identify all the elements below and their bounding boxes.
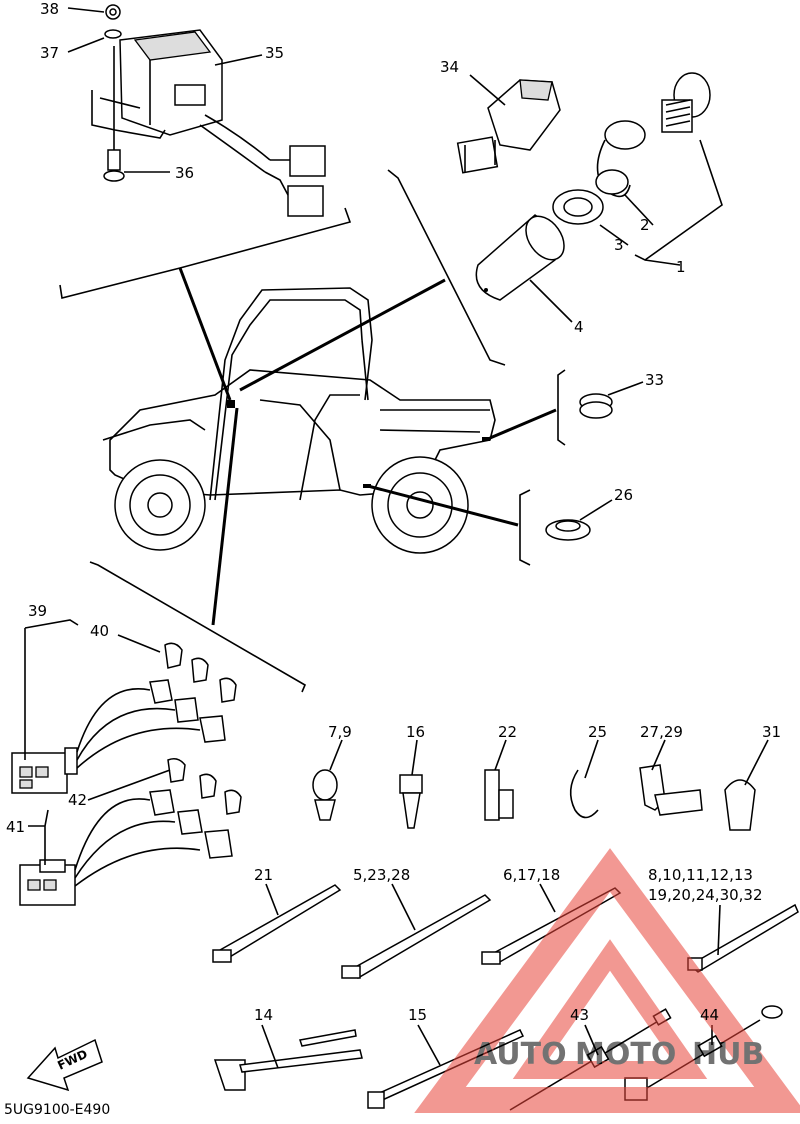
- callout-35: 35: [265, 44, 284, 62]
- callout-25: 25: [588, 723, 607, 741]
- callout-41: 41: [6, 818, 25, 836]
- callout-40: 40: [90, 622, 109, 640]
- callout-43: 43: [570, 1006, 589, 1024]
- callout-22: 22: [498, 723, 517, 741]
- watermark-auto-text: AUTO: [474, 1037, 567, 1072]
- diagram-code: 5UG9100-E490: [4, 1102, 110, 1118]
- bulb-harness: [11, 561, 307, 906]
- socket-assembly: [387, 72, 723, 366]
- clips-row: [312, 739, 769, 831]
- watermark-inner-triangle: [512, 939, 708, 1079]
- callout-36: 36: [175, 164, 194, 182]
- watermark: AUTO MOTO HUB: [414, 848, 800, 1113]
- callout-15: 15: [408, 1006, 427, 1024]
- callout-38: 38: [40, 0, 59, 18]
- callout-27-29: 27,29: [640, 723, 683, 741]
- callout-3: 3: [614, 236, 624, 254]
- watermark-hub-text: HUB: [692, 1037, 764, 1072]
- callout-8-13: 8,10,11,12,13: [648, 866, 753, 884]
- callout-19-32: 19,20,24,30,32: [648, 886, 763, 904]
- callout-14: 14: [254, 1006, 273, 1024]
- callout-2: 2: [640, 216, 650, 234]
- callout-4: 4: [574, 318, 584, 336]
- utv-vehicle: [102, 267, 557, 626]
- callout-37: 37: [40, 44, 59, 62]
- callout-39: 39: [28, 602, 47, 620]
- callout-21: 21: [254, 866, 273, 884]
- callout-5-23-28: 5,23,28: [353, 866, 410, 884]
- callout-42: 42: [68, 791, 87, 809]
- switch-assembly: [59, 4, 352, 299]
- grommet-26: [519, 489, 613, 566]
- callout-26: 26: [614, 486, 633, 504]
- fwd-arrow: FWD: [26, 1038, 103, 1092]
- callout-31: 31: [762, 723, 781, 741]
- watermark-moto-text: MOTO: [575, 1037, 676, 1072]
- callout-1: 1: [676, 258, 686, 276]
- callout-16: 16: [406, 723, 425, 741]
- callout-44: 44: [700, 1006, 719, 1024]
- callout-6-17-18: 6,17,18: [503, 866, 560, 884]
- grommet-33: [557, 369, 644, 446]
- callout-7-9: 7,9: [328, 723, 352, 741]
- watermark-triangle: [414, 848, 800, 1113]
- callout-34: 34: [440, 58, 459, 76]
- callout-33: 33: [645, 371, 664, 389]
- callout-labels: 38 37 35 36 34 2 3 1 4 33 26 39 40 42 41…: [4, 0, 781, 1118]
